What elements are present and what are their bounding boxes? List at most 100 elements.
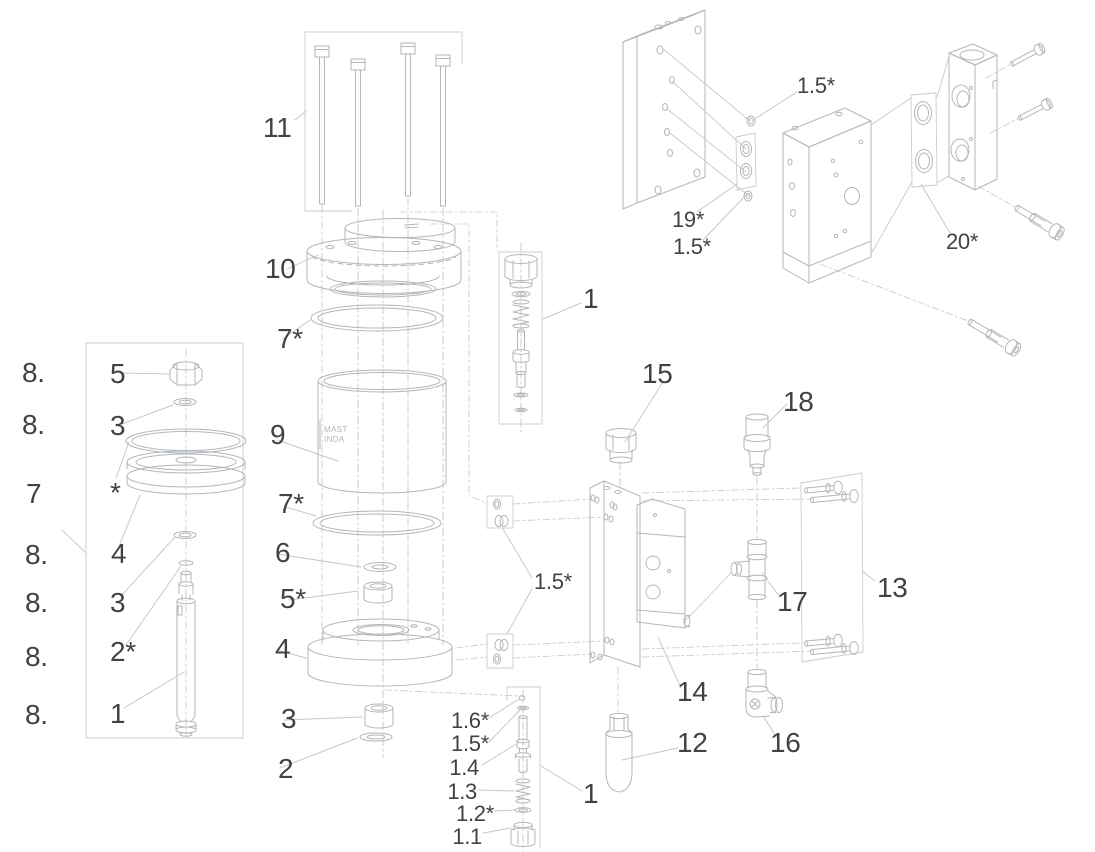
cartridge-washer-lower [514,807,532,813]
manifold-center-block [782,97,913,284]
label-piston-washer-upper: 3 [110,410,125,441]
label-bushing-5: 5* [280,583,306,614]
barrel: MAST INDA [317,369,447,494]
seal-ring-upper [746,115,756,127]
base-flange [307,618,453,687]
label-washer-6: 6 [275,537,290,568]
cartridge-seat-washer [513,392,529,398]
tie-rod [400,42,416,197]
label-piston-nut: 5 [110,358,125,389]
kit-label-4: 8. [25,539,48,570]
cartridge-washer-upper [517,705,529,711]
label-gasket-19: 19* [672,207,705,232]
label-tie-rods: 11 [263,112,291,143]
piston-group-boundary [85,342,244,739]
cartridge-end-washer [514,407,528,413]
label-fitting-18: 18 [783,386,814,417]
cartridge-ball [518,695,526,701]
manifold-end-block [948,43,998,191]
cartridge-upper [504,254,538,413]
label-head-flange: 10 [265,253,296,284]
end-gasket-20 [910,56,950,188]
label-spacer-3: 3 [281,703,296,734]
label-cartridge-ball: 1.6* [451,708,490,733]
tee-fitting [685,538,768,621]
cartridge-cap-nut [504,254,538,289]
cartridge-lower [510,695,536,847]
label-base-4: 4 [275,633,290,664]
label-elbow: 16 [770,727,801,758]
label-oring-upper: 7* [277,323,303,354]
bushing-5 [363,581,393,604]
label-bracket: 13 [877,572,908,603]
cartridge-stem-lower [515,715,531,773]
label-adapter-plate: 14 [677,676,708,707]
label-cartridge-lower: 1 [583,778,598,809]
oring-lower [312,510,442,536]
kit-label-7: 8. [25,699,48,730]
cartridge-washer [511,290,531,298]
cartridge-stem [512,329,530,388]
piston-group [125,361,247,737]
label-piston-rod: 1 [110,698,125,729]
seal-ring-lower [743,190,753,202]
label-cartridge-upper: 1 [583,283,598,314]
label-cartridge-nut: 1.1 [452,824,482,849]
barrel-logo-line2: INDA [324,435,345,444]
long-screw [967,318,1022,357]
elbow-fitting [745,668,783,718]
muffler [605,712,633,793]
oring-upper [310,304,444,332]
cartridge-nut [510,821,536,847]
label-piston-seal: 2* [110,636,136,667]
label-plug: 15 [642,358,673,389]
washer-2 [359,732,393,742]
manifold-end-plate [622,9,751,210]
screw [1009,42,1046,67]
cartridge-spring [512,299,530,329]
seal-plate-lower [486,633,514,669]
manifold-screws [967,42,1065,357]
piston-washer-lower [173,531,197,539]
label-cartridge-stem: 1.4 [449,755,479,780]
tie-rods [314,42,451,207]
tie-rod [350,58,366,207]
label-cartridge-spring: 1.3 [447,779,477,804]
kit-label-1: 8. [22,357,45,388]
screw [1017,97,1053,121]
label-cartridge-washer-lower: 1.2* [456,801,495,826]
bracket-outline [800,472,864,663]
label-washer-2: 2 [278,753,293,784]
kit-label-5: 8. [25,587,48,618]
seal-rings-mid [493,498,509,665]
piston-discs [126,450,246,495]
kit-label-2: 8. [22,409,45,440]
label-piston-washer-lower: 3 [110,587,125,618]
long-screw [1014,204,1065,241]
bracket-screw [810,641,859,656]
bracket-screws [804,480,859,656]
head-flange [306,218,462,298]
valve-block [636,498,691,629]
leader-lines [61,91,951,834]
bracket-screw [804,480,843,495]
lock-nut [169,361,203,386]
boundary-boxes [85,31,864,849]
label-seal-upper: 1.5* [797,73,836,98]
label-piston-ring: * [110,477,121,508]
gasket-strip-19 [735,115,757,202]
label-cartridge-washer-upper: 1.5* [451,731,490,756]
kit-label-6: 8. [25,641,48,672]
piston-rod [175,570,197,737]
bracket-screw [810,489,859,504]
label-tee: 17 [777,586,808,617]
label-piston: 4 [111,538,126,569]
cartridge-spring-lower [515,778,531,804]
label-gasket-20: 20* [946,229,979,254]
washer-6 [363,562,397,572]
barrel-logo-line1: MAST [324,425,348,434]
label-seal-plates: 1.5* [534,569,573,594]
bracket-screw [804,633,843,648]
